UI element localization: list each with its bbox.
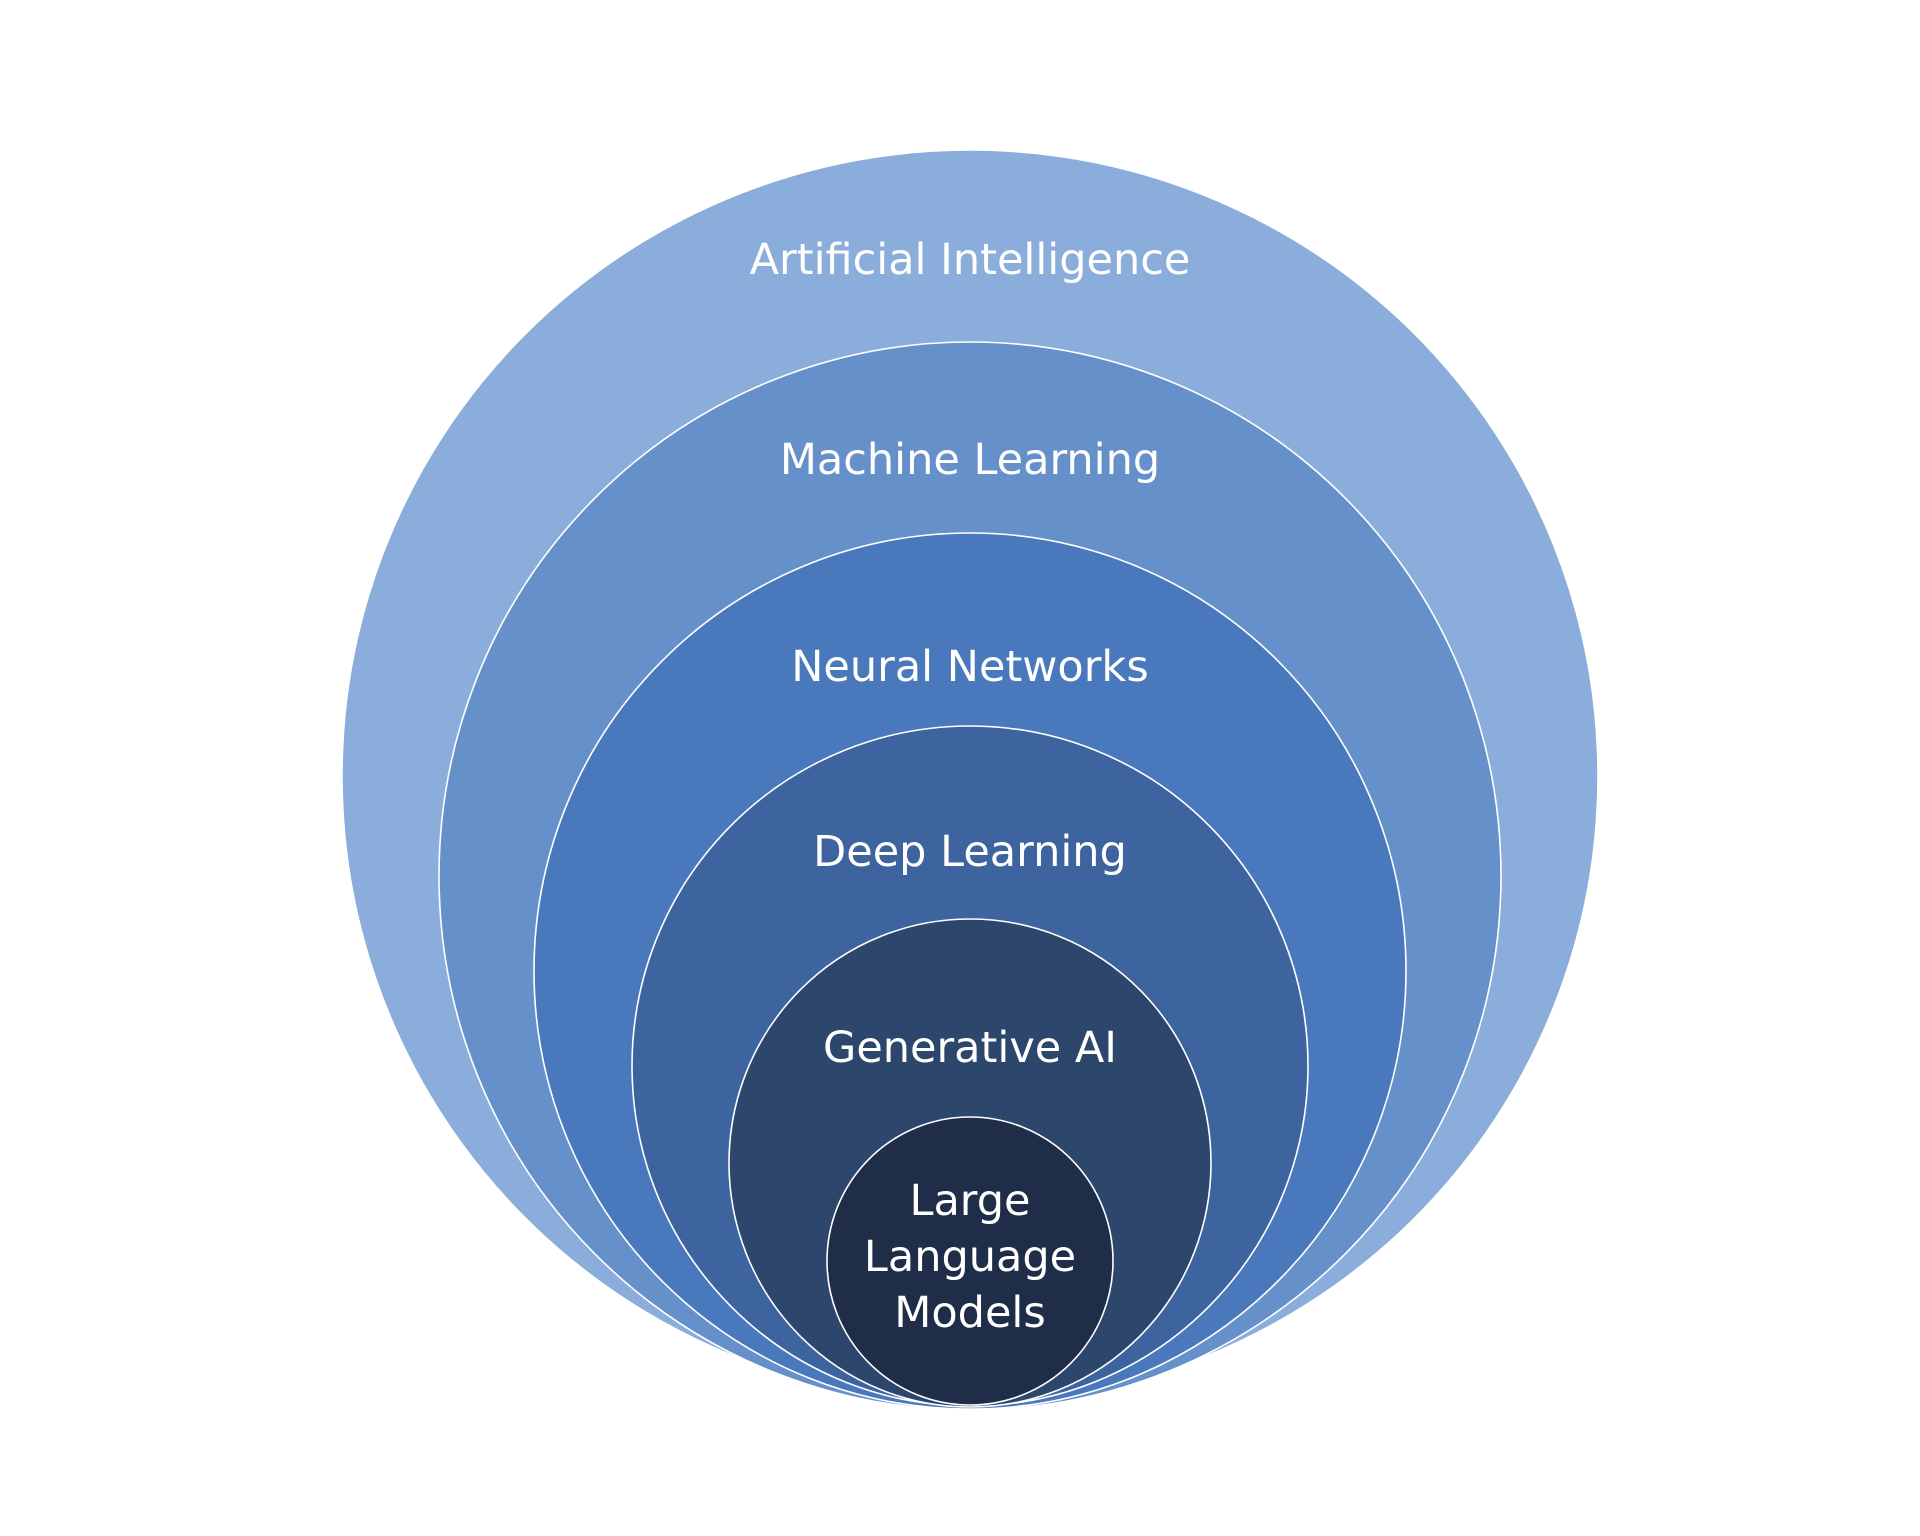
ring-label-1: Artificial Intelligence bbox=[750, 235, 1191, 285]
ring-label-line: Machine Learning bbox=[780, 435, 1160, 485]
ring-label-5: Generative AI bbox=[823, 1023, 1117, 1073]
ring-label-2: Machine Learning bbox=[780, 435, 1160, 485]
ring-label-line: Artificial Intelligence bbox=[750, 235, 1191, 285]
ring-label-line: Deep Learning bbox=[813, 827, 1127, 877]
ring-label-line: Large bbox=[910, 1176, 1031, 1226]
ring-label-line: Language bbox=[864, 1232, 1076, 1282]
ring-label-line: Neural Networks bbox=[791, 642, 1148, 692]
rings-group bbox=[341, 149, 1599, 1411]
ring-layer-6 bbox=[826, 1116, 1114, 1406]
ring-label-3: Neural Networks bbox=[791, 642, 1148, 692]
ring-label-line: Models bbox=[894, 1288, 1046, 1338]
ring-label-4: Deep Learning bbox=[813, 827, 1127, 877]
ring-label-line: Generative AI bbox=[823, 1023, 1117, 1073]
